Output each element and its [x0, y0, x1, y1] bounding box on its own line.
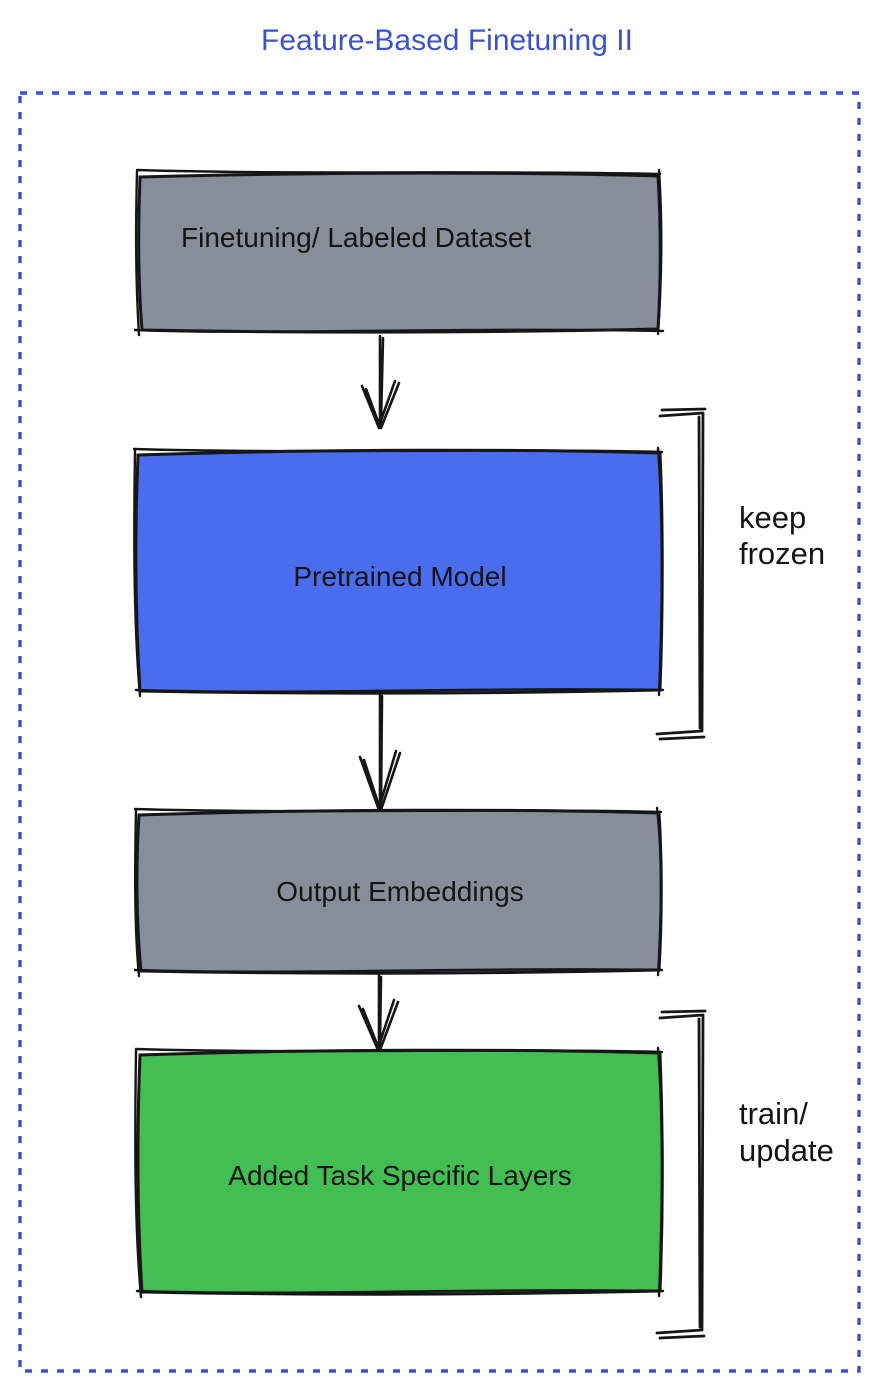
node-finetuning-dataset: Finetuning/ Labeled Dataset [133, 168, 665, 337]
arrow-down-1 [360, 334, 401, 430]
node-task-specific-layers: Added Task Specific Layers [134, 1046, 665, 1299]
node-label: Added Task Specific Layers [228, 1160, 571, 1191]
arrow-icon [358, 692, 402, 812]
diagram-title: Feature-Based Finetuning II [261, 24, 633, 57]
node-outline [133, 806, 664, 978]
arrow-icon [357, 973, 400, 1052]
dotted-frame [18, 91, 861, 1373]
annotation-line: train/ [739, 1096, 808, 1131]
bracket-icon [655, 1009, 707, 1340]
arrow-icon [360, 334, 401, 430]
node-outline [133, 168, 665, 337]
bracket-train-update: train/ update [655, 1009, 834, 1340]
node-label: Pretrained Model [293, 561, 506, 592]
annotation-line: update [739, 1133, 834, 1168]
annotation-line: keep [739, 500, 806, 535]
node-label: Output Embeddings [276, 876, 524, 907]
node-output-embeddings: Output Embeddings [133, 806, 664, 978]
node-label: Finetuning/ Labeled Dataset [181, 222, 531, 253]
node-outline [134, 1046, 665, 1299]
bracket-icon [655, 407, 707, 741]
node-pretrained-model: Pretrained Model [132, 446, 665, 698]
annotation-line: frozen [739, 536, 825, 571]
arrow-down-2 [358, 692, 402, 812]
arrow-down-3 [357, 973, 400, 1052]
bracket-keep-frozen: keep frozen [655, 407, 825, 741]
node-outline [132, 446, 665, 698]
